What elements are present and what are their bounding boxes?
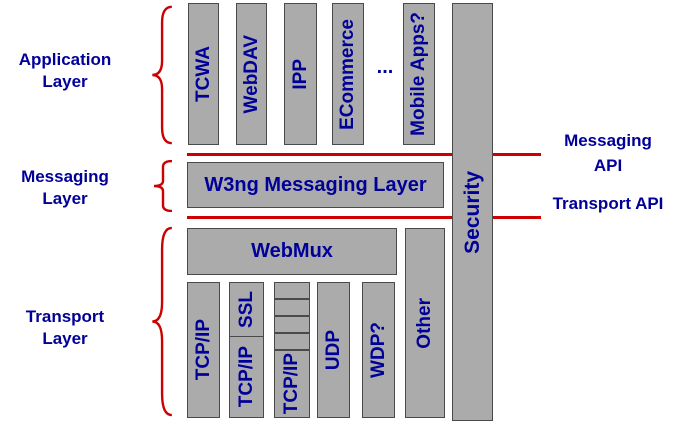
webmux-box: WebMux xyxy=(187,228,397,275)
messaging-layer-label: Messaging Layer xyxy=(21,167,109,208)
tcpip-cell: TCP/IP xyxy=(229,335,264,418)
stacked-tcpip-area: TCP/IP xyxy=(275,351,309,417)
app-box-ecommerce: ECommerce xyxy=(332,3,364,145)
ssl-cell: SSL xyxy=(229,282,264,337)
security-box-label: Security xyxy=(460,170,484,254)
app-box-mobile-apps-label: Mobile Apps? xyxy=(408,12,429,136)
messaging-layer-box-label: W3ng Messaging Layer xyxy=(204,173,427,196)
transport-layer-label: Transport Layer xyxy=(25,307,105,348)
tcpip-cell-label: TCP/IP xyxy=(235,346,257,408)
transport-col-wdp-label: WDP? xyxy=(367,322,389,378)
security-box: Security xyxy=(452,3,493,421)
app-box-tcwa-label: TCWA xyxy=(192,46,214,102)
transport-col-tcpip: TCP/IP xyxy=(187,282,220,418)
transport-col-tcpip-stacked: TCP/IP xyxy=(274,282,310,418)
messaging-layer-box: W3ng Messaging Layer xyxy=(187,162,444,208)
ssl-cell-label: SSL xyxy=(235,291,257,328)
transport-col-tcpip-label: TCP/IP xyxy=(192,319,214,381)
transport-col-udp-label: UDP xyxy=(322,329,344,371)
stack-slot xyxy=(275,300,309,317)
transport-api-label: Transport API xyxy=(552,194,664,213)
webmux-box-label: WebMux xyxy=(251,240,333,262)
transport-api-line xyxy=(187,216,541,219)
stack-slot xyxy=(275,317,309,334)
app-box-ipp: IPP xyxy=(284,3,317,145)
application-layer-label: Application Layer xyxy=(18,50,112,91)
app-box-webdav-label: WebDAV xyxy=(240,34,262,114)
transport-col-other-label: Other xyxy=(414,297,435,349)
transport-col-other: Other xyxy=(405,228,445,418)
transport-col-udp: UDP xyxy=(317,282,350,418)
transport-col-wdp: WDP? xyxy=(362,282,395,418)
stacked-tcpip-label: TCP/IP xyxy=(281,353,302,415)
app-box-tcwa: TCWA xyxy=(188,3,219,145)
app-box-webdav: WebDAV xyxy=(236,3,267,145)
stack-slot xyxy=(275,334,309,351)
app-box-mobile-apps: Mobile Apps? xyxy=(403,3,435,145)
messaging-api-label: Messaging API xyxy=(564,131,652,175)
more-apps-ellipsis: ... xyxy=(376,56,394,78)
application-layer-brace xyxy=(148,4,174,146)
app-box-ecommerce-label: ECommerce xyxy=(337,18,358,130)
transport-col-tcpip-ssl: SSL TCP/IP xyxy=(229,282,264,418)
messaging-layer-brace xyxy=(150,160,174,212)
transport-layer-brace xyxy=(148,224,174,419)
app-box-ipp-label: IPP xyxy=(289,58,311,90)
messaging-api-line xyxy=(187,153,541,156)
stack-slot xyxy=(275,283,309,300)
